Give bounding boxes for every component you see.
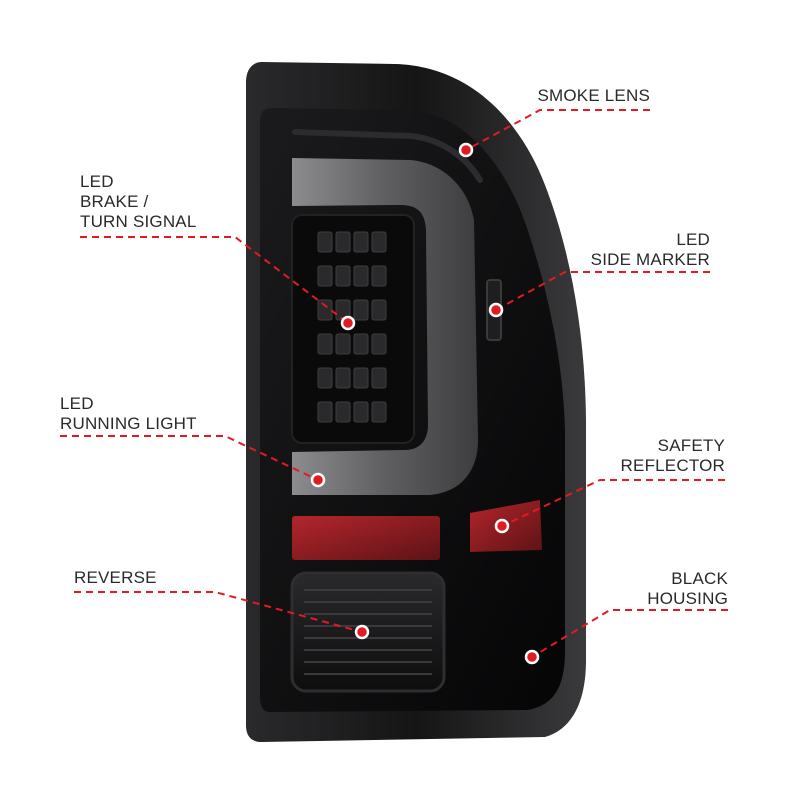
- brake-led-cell: [317, 299, 333, 321]
- brake-led-cell: [353, 401, 369, 423]
- reverse-lens-ridges: [304, 589, 432, 675]
- brake-led-cell: [371, 367, 387, 389]
- label-black-housing: BLACK HOUSING: [647, 569, 728, 608]
- callout-dot-black-housing: [524, 649, 540, 665]
- label-led-brake-turn-signal: LED BRAKE / TURN SIGNAL: [80, 172, 197, 231]
- label-led-side-marker: LED SIDE MARKER: [590, 230, 710, 269]
- callout-line-smoke-lens: [465, 109, 650, 151]
- brake-led-cavity: [291, 214, 415, 444]
- brake-led-cell: [317, 401, 333, 423]
- callout-dot-safety-reflector: [494, 518, 510, 534]
- label-safety-reflector: SAFETY REFLECTOR: [620, 436, 725, 475]
- callout-line-black-housing: [531, 609, 728, 658]
- label-smoke-lens: SMOKE LENS: [537, 86, 650, 105]
- callout-dot-brake-turn: [340, 315, 356, 331]
- brake-led-cell: [317, 333, 333, 355]
- brake-led-cell: [335, 265, 351, 287]
- brake-led-cell: [335, 333, 351, 355]
- brake-led-cell: [317, 231, 333, 253]
- brake-led-cell: [371, 333, 387, 355]
- brake-led-cell: [371, 401, 387, 423]
- callout-lines: [60, 109, 728, 665]
- label-reverse: REVERSE: [74, 568, 157, 587]
- brake-led-cell: [317, 367, 333, 389]
- callout-dot-reverse: [354, 624, 370, 640]
- brake-led-cell: [353, 367, 369, 389]
- callout-line-safety-reflector: [501, 479, 725, 527]
- callout-dot-running-light: [310, 472, 326, 488]
- callout-dot-smoke-lens: [458, 142, 474, 158]
- brake-led-cell: [371, 231, 387, 253]
- callout-line-reverse: [74, 591, 363, 633]
- callout-line-brake-turn: [80, 236, 349, 324]
- callout-dot-side-marker: [488, 302, 504, 318]
- brake-led-cell: [353, 333, 369, 355]
- brake-led-cell: [335, 401, 351, 423]
- brake-led-cell: [353, 231, 369, 253]
- led-light-bar: [292, 158, 478, 495]
- red-reflector-left: [292, 516, 440, 560]
- brake-led-cell: [335, 367, 351, 389]
- brake-led-cell: [317, 265, 333, 287]
- brake-led-cell: [353, 265, 369, 287]
- callout-line-side-marker: [495, 271, 710, 311]
- brake-led-cell: [371, 299, 387, 321]
- brake-led-grid: [317, 231, 387, 423]
- brake-led-cell: [371, 265, 387, 287]
- top-ridge: [292, 129, 483, 183]
- label-led-running-light: LED RUNNING LIGHT: [60, 394, 197, 433]
- brake-led-cell: [335, 231, 351, 253]
- brake-led-cell: [353, 299, 369, 321]
- callout-line-running-light: [60, 435, 319, 481]
